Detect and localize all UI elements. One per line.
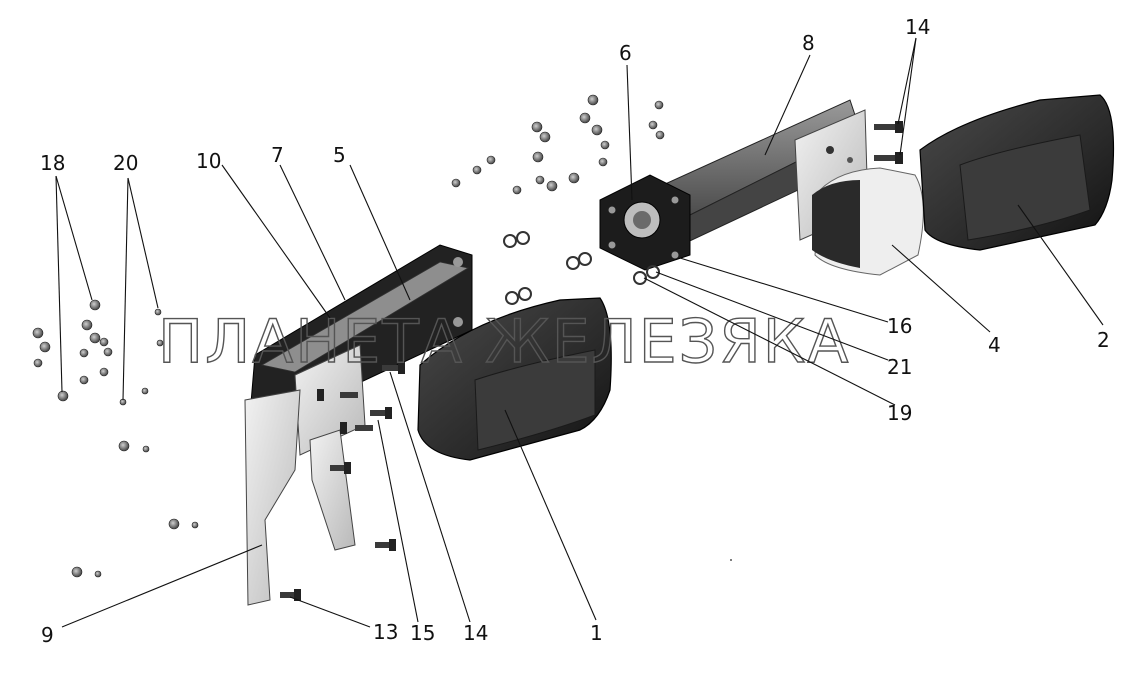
callout-9: 9: [41, 623, 54, 647]
watermark-text: ПЛАНЕТА ЖЕЛЕЗЯКА: [158, 307, 850, 377]
callout-14-top: 14: [905, 15, 930, 39]
bolt-set-left: [280, 362, 405, 601]
callout-18: 18: [40, 151, 65, 175]
callout-labels: 1 2 4 5 6 7 8 9 10 13 15 14 14 16 18 19 …: [40, 15, 1110, 647]
callout-13: 13: [373, 620, 398, 644]
callout-19: 19: [887, 401, 912, 425]
callout-15: 15: [410, 621, 435, 645]
callout-20: 20: [113, 151, 138, 175]
left-lamp-housing: [417, 297, 612, 461]
lamp-lens-light: [812, 167, 924, 276]
callout-2: 2: [1097, 328, 1110, 352]
fastener-nuts-left: [32, 299, 199, 578]
callout-4: 4: [988, 333, 1001, 357]
bolt-set-14-right: [874, 121, 903, 164]
stray-mark: [730, 559, 732, 561]
callout-10: 10: [196, 149, 221, 173]
callout-5: 5: [333, 143, 346, 167]
callout-6: 6: [619, 41, 632, 65]
right-lamp-housing: [919, 94, 1115, 251]
flange-bracket: [599, 174, 691, 271]
callout-7: 7: [271, 143, 284, 167]
callout-8: 8: [802, 31, 815, 55]
callout-14-bottom: 14: [463, 621, 488, 645]
callout-21: 21: [887, 355, 912, 379]
fastener-nuts-right: [451, 94, 665, 195]
callout-16: 16: [887, 314, 912, 338]
callout-1: 1: [590, 621, 603, 645]
washers: [503, 231, 660, 305]
support-bracket-9: [244, 389, 356, 606]
leader-lines: [55, 37, 1104, 628]
